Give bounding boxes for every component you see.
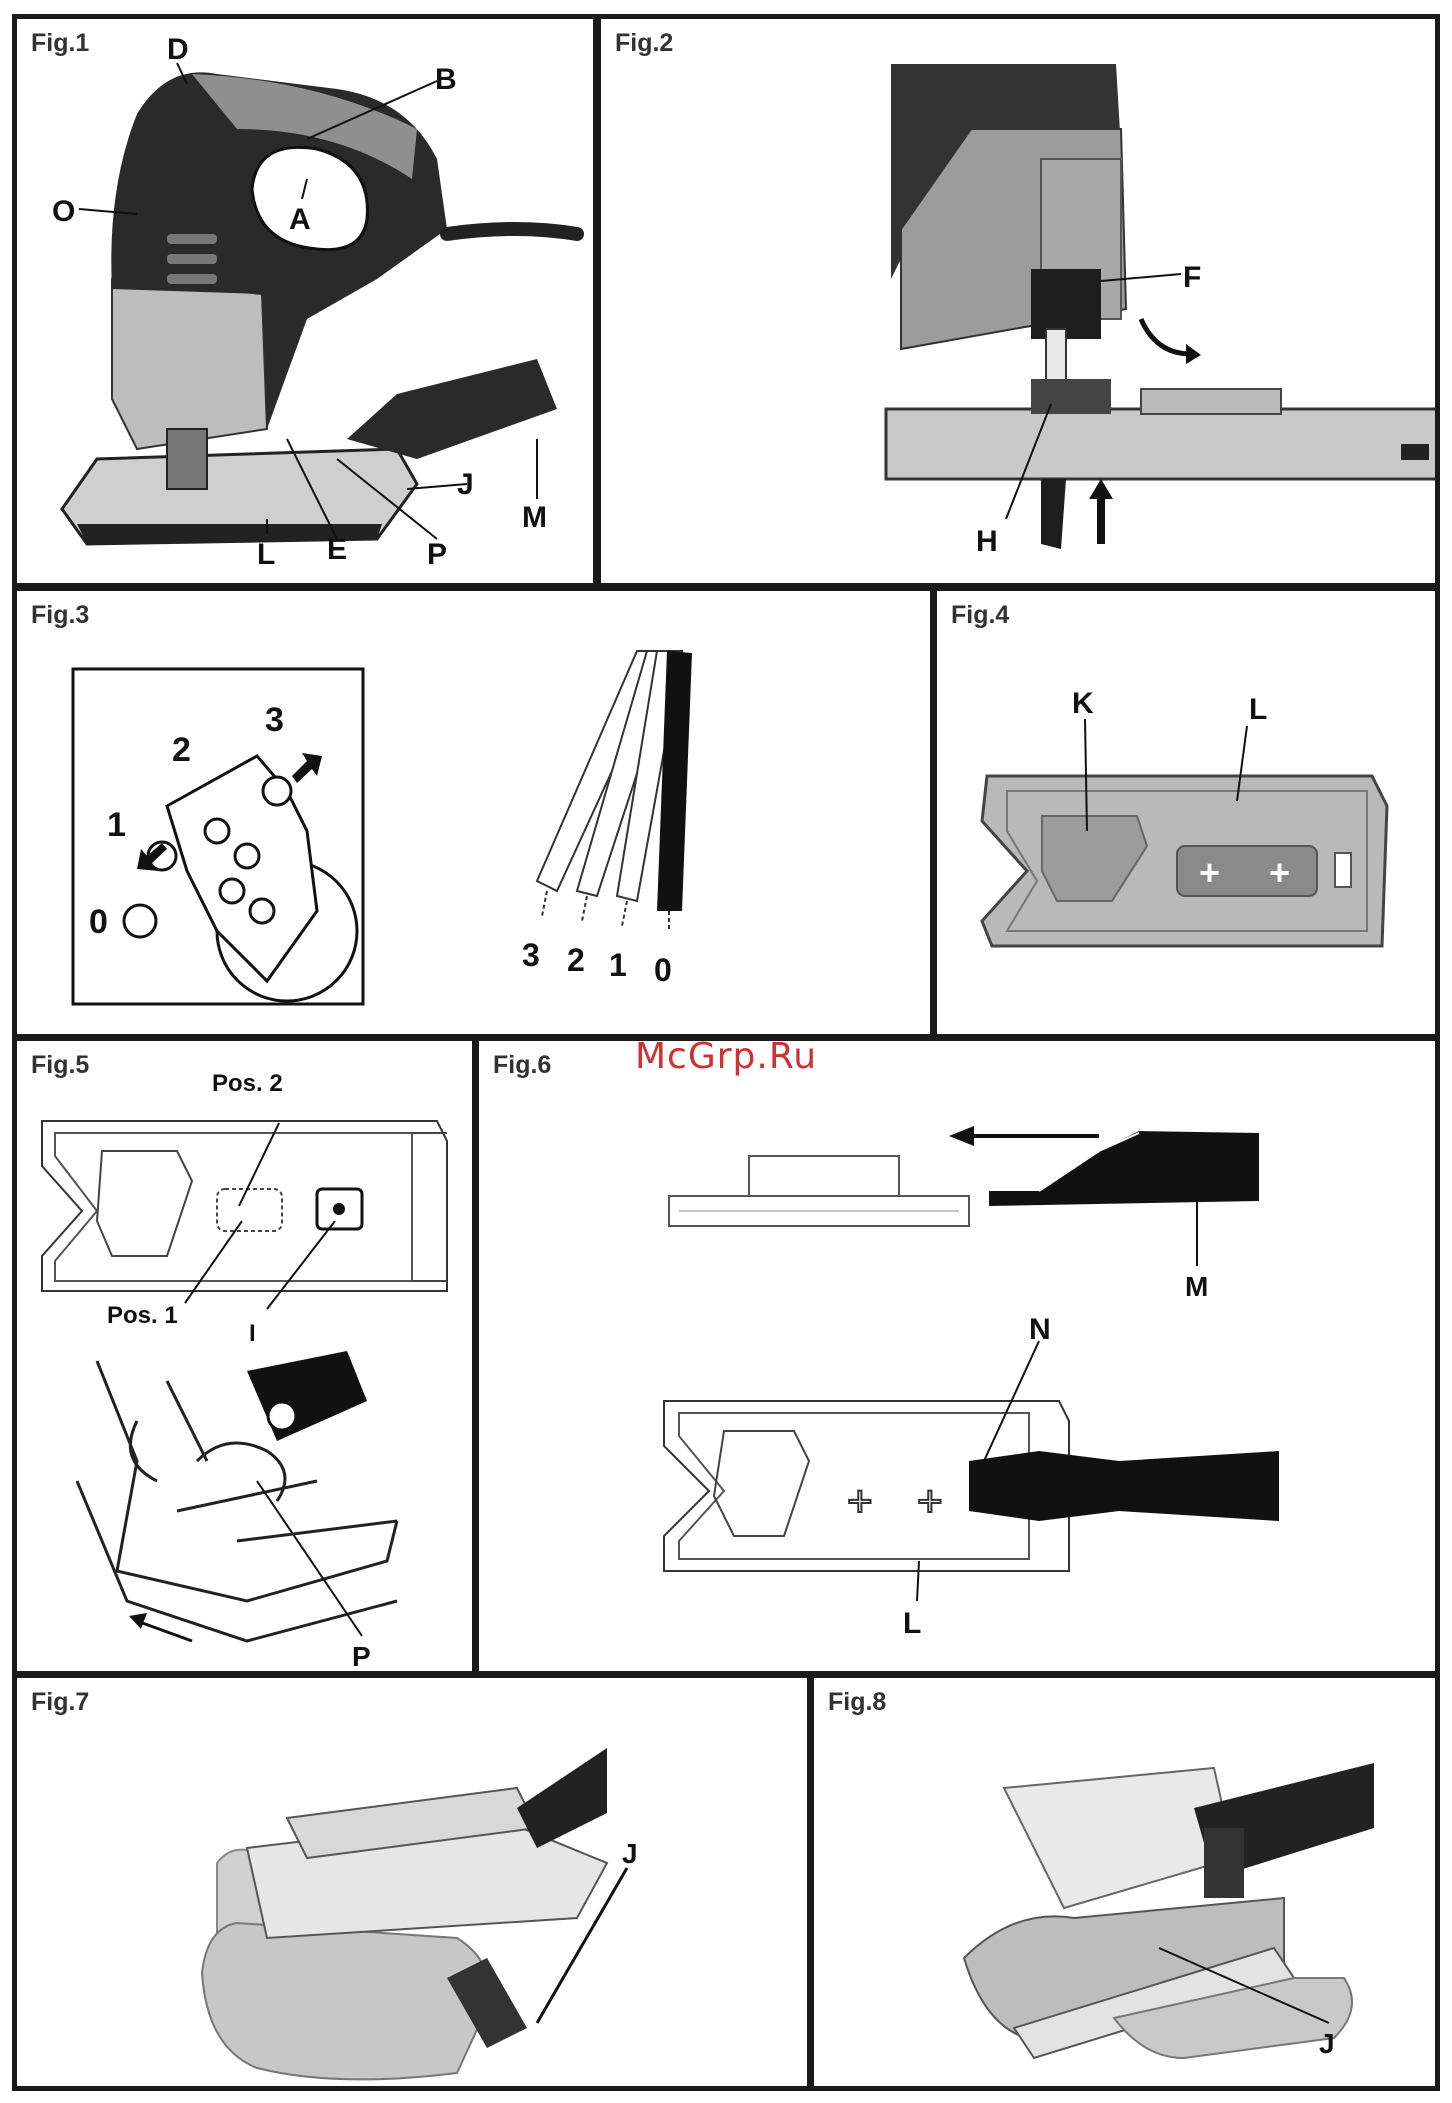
fig7-panel: Fig.7 J <box>12 1673 812 2091</box>
fig8-callout-j: J <box>1319 2028 1335 2059</box>
fig1-callout-a: A <box>289 203 311 236</box>
fig1-callout-p: P <box>427 538 447 571</box>
fig1-jigsaw-illustration: D B O A J M L E P <box>17 19 598 588</box>
fig7-hand-adjust-photo: J <box>17 1678 812 2091</box>
fig8-hand-adjust-photo: J <box>814 1678 1440 2091</box>
fig5-callout-i: I <box>249 1320 256 1347</box>
fig4-callout-k: K <box>1072 687 1094 720</box>
fig7-callout-j: J <box>622 1838 638 1869</box>
fig1-callout-d: D <box>167 33 189 66</box>
fig3-panel: Fig.3 2 3 1 0 <box>12 586 935 1039</box>
fig1-callout-o: O <box>52 195 75 228</box>
fig1-callout-l: L <box>257 538 275 571</box>
fig4-panel: Fig.4 + + K L <box>932 586 1440 1039</box>
fig3-dial-position-3: 3 <box>265 701 284 739</box>
plus-icon: + <box>1269 852 1290 893</box>
plus-icon: + <box>1199 852 1220 893</box>
fig5-callout-pos-1: Pos. 1 <box>107 1302 178 1329</box>
fig3-dial-position-0: 0 <box>89 903 108 941</box>
fig2-panel: Fig.2 F <box>596 14 1440 588</box>
fig3-blade-position-0: 0 <box>654 952 672 988</box>
fig3-blade-position-2: 2 <box>567 942 585 978</box>
fig3-blade-position-3: 3 <box>522 937 540 973</box>
fig5-panel: Fig.5 Pos. 2 Pos. 1 I <box>12 1036 477 1676</box>
fig5-callout-p: P <box>352 1641 371 1672</box>
fig6-callout-n: N <box>1029 1313 1051 1346</box>
fig1-callout-b: B <box>435 63 457 96</box>
fig1-callout-e: E <box>327 533 347 566</box>
fig5-callout-pos-2: Pos. 2 <box>212 1070 283 1097</box>
fig3-dial-position-2: 2 <box>172 731 191 769</box>
fig3-blade-position-1: 1 <box>609 947 627 983</box>
plus-icon: + <box>847 1477 873 1526</box>
fig6-callout-l: L <box>903 1607 921 1640</box>
plus-icon: + <box>917 1477 943 1526</box>
fig2-callout-h: H <box>976 525 998 558</box>
fig4-callout-l: L <box>1249 693 1267 726</box>
fig5-baseplate-positions-illustration: Pos. 2 Pos. 1 I P <box>17 1041 477 1676</box>
fig8-panel: Fig.8 J <box>809 1673 1440 2091</box>
watermark: McGrp.Ru <box>635 1036 817 1077</box>
fig3-pendulum-illustration: 2 3 1 0 3 2 1 0 <box>17 591 935 1039</box>
fig1-callout-m: M <box>522 501 547 534</box>
fig1-panel: Fig.1 <box>12 14 598 588</box>
fig6-dust-adapter-illustration: M + + N L <box>479 1041 1440 1676</box>
fig1-callout-j: J <box>457 468 474 501</box>
fig3-dial-position-1: 1 <box>107 806 126 844</box>
fig2-callout-f: F <box>1183 261 1201 294</box>
fig6-callout-m: M <box>1185 1271 1208 1302</box>
fig4-baseplate-illustration: + + K L <box>937 591 1440 1039</box>
fig6-panel: Fig.6 M + + N L <box>474 1036 1440 1676</box>
fig2-blade-clamp-illustration: F H <box>601 19 1440 588</box>
